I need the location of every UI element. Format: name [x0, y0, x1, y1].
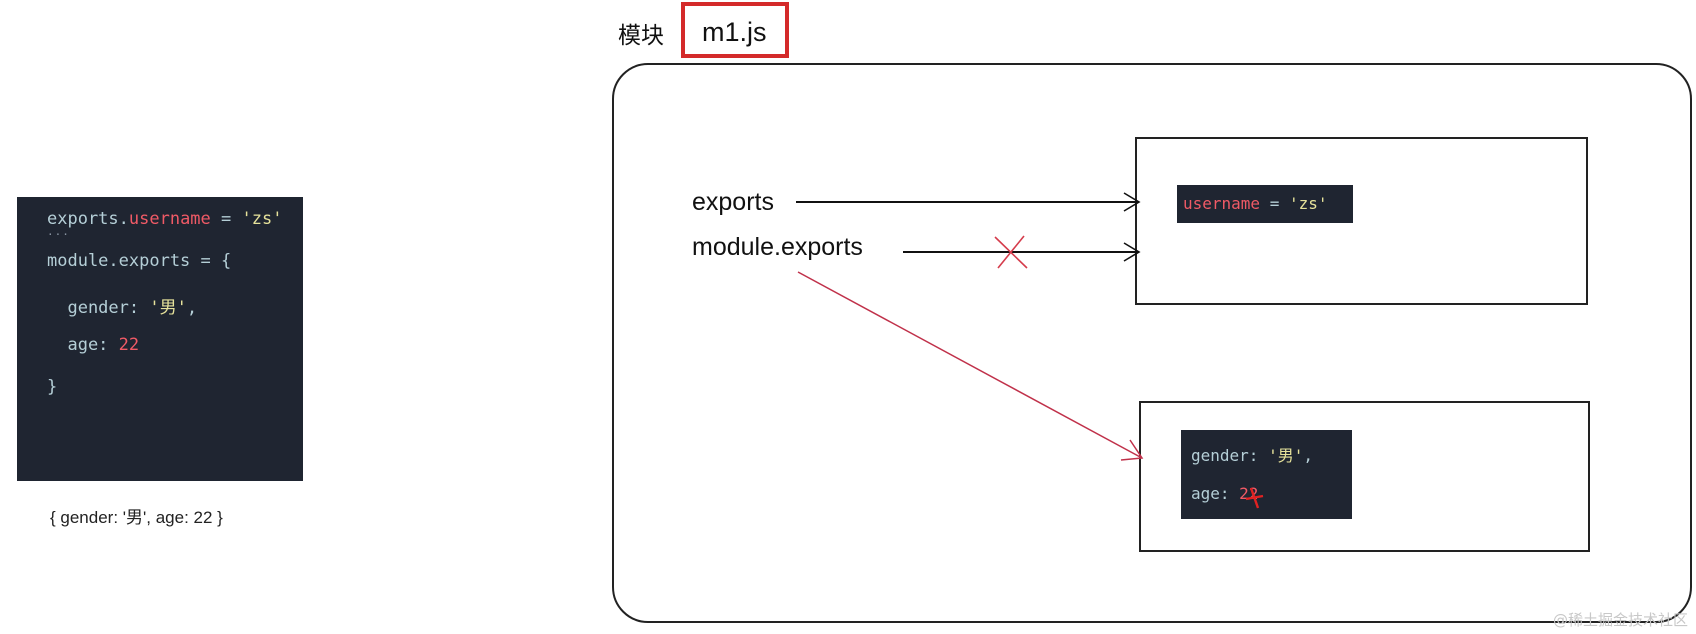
code-line-exports-username: exports.username = 'zs' — [47, 209, 282, 229]
cross-mark-icon — [994, 235, 1028, 269]
cross-mark-icon — [1245, 487, 1264, 509]
mini-code-username: username = 'zs' — [1177, 185, 1353, 223]
module-label: 模块 — [618, 23, 664, 49]
code-line-module-exports: module.exports = { — [47, 251, 232, 271]
file-name: m1.js — [702, 17, 767, 47]
arrow-right-icon — [796, 192, 1141, 212]
code-line-close-brace: } — [47, 377, 58, 397]
code-token: gender: — [1191, 446, 1269, 465]
code-token: = — [210, 209, 242, 229]
code-token: '男' — [149, 298, 187, 318]
export-object-box-bottom: gender: '男', age: 22 — [1139, 401, 1590, 552]
code-token: gender: — [47, 298, 150, 318]
watermark: @稀土掘金技术社区 — [1552, 611, 1688, 629]
file-name-box: m1.js — [681, 2, 789, 58]
label-exports: exports — [692, 188, 774, 216]
result-output: { gender: '男', age: 22 } — [50, 508, 223, 527]
code-token: username — [1183, 194, 1261, 213]
code-token: age: — [47, 335, 119, 355]
module-frame — [612, 63, 1692, 623]
arrow-right-icon — [797, 271, 1144, 461]
code-token: username — [128, 209, 211, 229]
code-panel: exports.username = 'zs' ··· module.expor… — [17, 197, 303, 481]
code-token: exports. — [47, 209, 129, 229]
code-line-gender: gender: '男', — [47, 293, 197, 318]
code-token: age: — [1191, 484, 1240, 503]
code-token: = — [1260, 194, 1289, 213]
code-token: , — [1303, 446, 1313, 465]
code-line-age: age: 22 — [47, 335, 139, 355]
export-object-box-top: username = 'zs' — [1135, 137, 1588, 305]
code-token: 22 — [118, 335, 140, 355]
code-token: , — [186, 298, 198, 318]
code-token: 'zs' — [241, 209, 283, 229]
arrow-right-icon — [903, 242, 1141, 262]
label-module-exports: module.exports — [692, 233, 863, 261]
code-token: '男' — [1268, 446, 1304, 465]
code-token: 'zs' — [1288, 194, 1328, 213]
ellipsis-dots: ··· — [47, 228, 70, 241]
mini-code-gender-age: gender: '男', age: 22 — [1181, 430, 1352, 519]
